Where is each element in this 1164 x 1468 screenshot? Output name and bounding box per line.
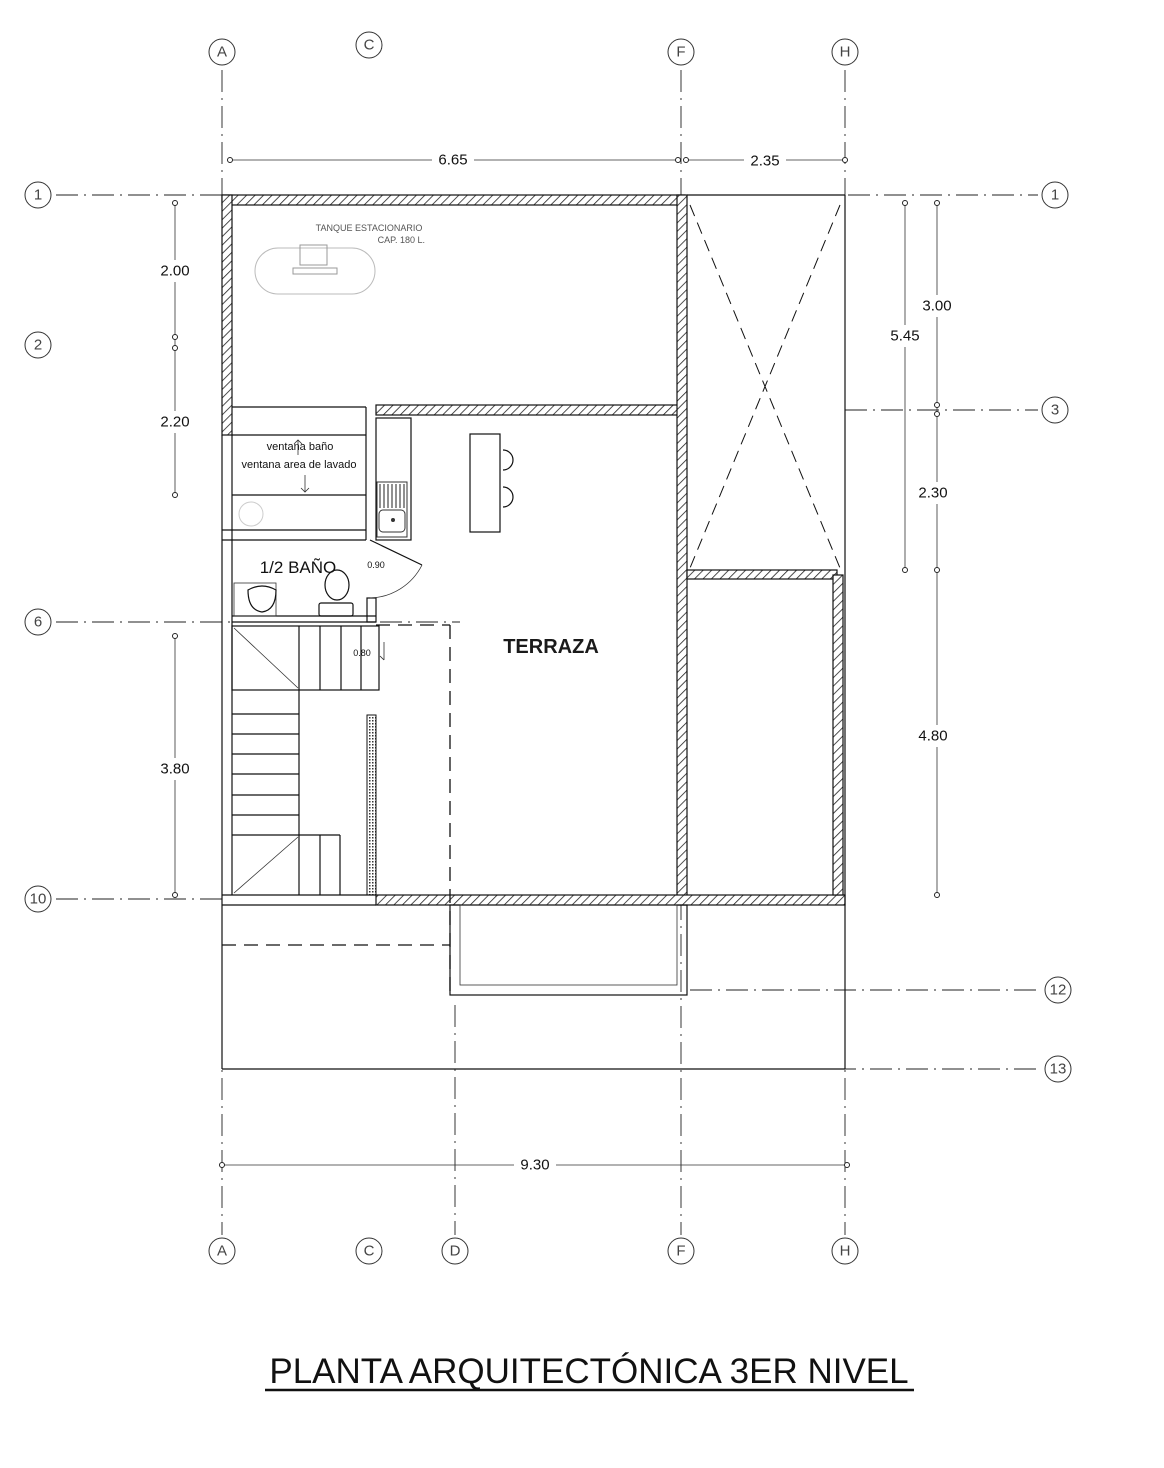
- stairs: [231, 625, 385, 895]
- grid-bubble-right: 12: [1050, 982, 1067, 999]
- dim-right-4-80: 4.80: [918, 728, 947, 745]
- half-bath-label: 1/2 BAÑO: [260, 558, 337, 577]
- dim-left-3-80: 3.80: [160, 761, 189, 778]
- grid-bubble-top: H: [840, 44, 851, 61]
- bar-counter: [469, 433, 514, 533]
- half-bath: [232, 539, 423, 623]
- grid-bubble-right: 1: [1051, 187, 1059, 204]
- arrow-down-icon: [300, 475, 310, 493]
- tank-label: TANQUE ESTACIONARIO: [316, 223, 423, 233]
- door-width-label: 0.90: [367, 560, 385, 570]
- window-laundry-label: ventana area de lavado: [242, 459, 357, 471]
- grid-bubble-right: 13: [1050, 1061, 1067, 1078]
- dim-right-3-00: 3.00: [922, 298, 951, 315]
- terrace-label: TERRAZA: [503, 636, 599, 658]
- dim-bottom-9-30: 9.30: [520, 1157, 549, 1174]
- grid-bubble-left: 2: [34, 337, 42, 354]
- dim-left-2-20: 2.20: [160, 414, 189, 431]
- grid-bubble-left: 10: [30, 891, 47, 908]
- dim-right-5-45: 5.45: [890, 328, 919, 345]
- grid-bubble-left: 6: [34, 614, 42, 631]
- grid-bubble-top: C: [364, 37, 375, 54]
- dim-top-6-65: 6.65: [438, 152, 467, 169]
- arrow-up-icon: [293, 439, 303, 455]
- void-opening: [689, 204, 841, 569]
- grid-bubble-bottom: H: [840, 1243, 851, 1260]
- sink-icon: [247, 585, 277, 613]
- grid-bubble-bottom: A: [217, 1243, 227, 1260]
- grid-bubbles: A C F H A C D F H 1 2 6 10 1 3 12 13: [24, 31, 1072, 1265]
- toilet-icon: [324, 569, 350, 601]
- grid-bubble-bottom: F: [676, 1243, 685, 1260]
- grid-bubble-top: F: [676, 44, 685, 61]
- stair-width-label: 0.80: [353, 648, 371, 658]
- window-bath-label: ventana baño: [267, 441, 334, 453]
- dim-right-2-30: 2.30: [918, 485, 947, 502]
- grid-bubble-bottom: C: [364, 1243, 375, 1260]
- dimension-lines: [155, 150, 957, 1175]
- grid-bubble-right: 3: [1051, 402, 1059, 419]
- dim-left-2-00: 2.00: [160, 263, 189, 280]
- water-tank: [254, 244, 376, 295]
- balcony: [449, 904, 688, 996]
- grid-bubble-left: 1: [34, 187, 42, 204]
- grid-bubble-top: A: [217, 44, 227, 61]
- laundry-area: [222, 406, 412, 541]
- walls: [221, 194, 846, 1070]
- tank-capacity: CAP. 180 L.: [378, 235, 425, 245]
- grid-bubble-bottom: D: [450, 1243, 461, 1260]
- dim-top-2-35: 2.35: [750, 153, 779, 170]
- drawing-title: PLANTA ARQUITECTÓNICA 3ER NIVEL: [269, 1352, 908, 1391]
